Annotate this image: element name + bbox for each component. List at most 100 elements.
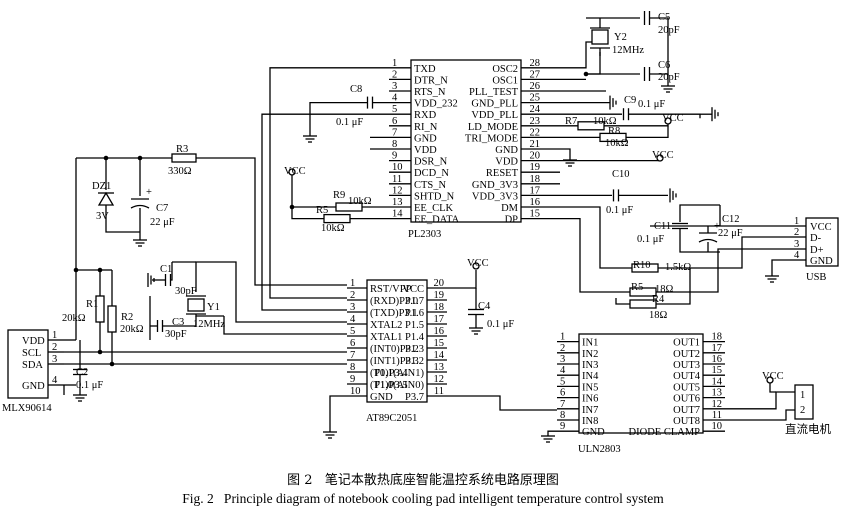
pin-number: 22 — [530, 127, 541, 138]
c10-ref: C10 — [612, 169, 630, 180]
wire — [543, 159, 661, 162]
pin-number: 15 — [712, 365, 723, 376]
pin-label: P1.5 — [405, 320, 424, 331]
y1-ref: Y1 — [207, 302, 220, 313]
caption-english: Fig. 2 Principle diagram of notebook coo… — [182, 491, 664, 506]
pin-number: 19 — [434, 290, 445, 301]
ground-symbol — [669, 188, 677, 203]
pin-label: EE_DATA — [414, 215, 460, 226]
pin-label: DSR_N — [414, 157, 448, 168]
pin-label: IN4 — [582, 371, 599, 382]
pin-number: 6 — [560, 388, 565, 399]
pin-label: RTS_N — [414, 87, 446, 98]
vcc-label: VCC — [652, 150, 674, 161]
wire — [650, 17, 669, 75]
pin-number: 16 — [712, 354, 723, 365]
wire — [679, 204, 720, 222]
pin-number: 5 — [392, 104, 397, 115]
pin-number: 15 — [530, 209, 541, 220]
pin-number: 1 — [794, 216, 799, 227]
junction-dot — [97, 349, 103, 355]
wire — [447, 395, 557, 411]
vcc-terminal — [288, 168, 296, 176]
wire — [626, 125, 669, 139]
caption-chinese: 图 2 笔记本散热底座智能温控系统电路原理图 — [287, 472, 559, 488]
pin-label: IN7 — [582, 405, 598, 416]
pin-number: 19 — [530, 162, 541, 173]
pin-number: 24 — [530, 104, 541, 115]
capacitor-c5 — [643, 11, 651, 25]
ground-symbol — [765, 275, 779, 283]
pin-number: 10 — [350, 386, 361, 397]
vcc-labels: VCC VCC VCC VCC VCC — [284, 113, 784, 382]
pin-label: VCC — [810, 222, 832, 233]
pin-number: 5 — [560, 376, 565, 387]
ic-names: PL2303 AT89C2051 ULN2803 MLX90614 USB 直流… — [2, 229, 831, 455]
ground-symbol — [541, 435, 555, 443]
pin-number: 16 — [530, 197, 541, 208]
vcc-label: VCC — [284, 166, 306, 177]
r9-value: 10kΩ — [348, 196, 372, 207]
wire — [700, 236, 790, 269]
resistor-r10 — [631, 263, 659, 273]
pin-number: 8 — [350, 362, 355, 373]
resistor-r8 — [599, 132, 627, 143]
pin-number: 12 — [712, 399, 723, 410]
wire — [105, 205, 140, 233]
zener-dz1 — [97, 191, 115, 206]
pin-number: 13 — [392, 197, 403, 208]
c3-value: 30pF — [165, 329, 187, 340]
c1-value: 30pF — [175, 286, 197, 297]
pin-number: 2 — [392, 69, 397, 80]
pin-number: 9 — [350, 374, 355, 385]
ground-symbol — [609, 95, 617, 110]
wire — [543, 217, 630, 293]
pin-number: 1 — [800, 390, 805, 401]
r4-ref: R4 — [652, 294, 665, 305]
pin-label: XTAL2 — [370, 320, 402, 331]
wire — [171, 262, 173, 281]
r8-ref: R8 — [608, 126, 620, 137]
uln2803-chip: 1IN12IN23IN34IN45IN56IN67IN78IN89GND18OU… — [557, 332, 725, 438]
pin-label: D- — [810, 233, 822, 244]
at89c2051-chip-body — [366, 279, 428, 403]
r10-ref: R10 — [633, 260, 651, 271]
pin-number: 12 — [392, 185, 403, 196]
capacitor-c6 — [643, 67, 651, 81]
pin-number: 4 — [350, 314, 356, 325]
pin-label: OUT2 — [673, 349, 700, 360]
motor-connector: 12 — [794, 384, 814, 420]
capacitor-c12: + — [698, 221, 720, 243]
pl2303-name: PL2303 — [408, 229, 441, 240]
pin-label: EE_CLK — [414, 203, 453, 214]
wire — [543, 206, 632, 269]
pin-label: GND — [495, 145, 518, 156]
pin-label: DTR_N — [414, 75, 448, 86]
pin-label: IN8 — [582, 416, 598, 427]
wire — [195, 261, 347, 323]
ic-layer: 1TXD2DTR_N3RTS_N4VDD_2325RXD6RI_N7GND8VD… — [7, 58, 839, 438]
c10-value: 0.1 μF — [606, 205, 633, 216]
pin-number: 14 — [434, 350, 445, 361]
pin-label: P1.3 — [405, 344, 424, 355]
pin-label: P1.0(AIN0) — [374, 380, 424, 391]
pin-label: OUT7 — [673, 405, 700, 416]
pin-label: RXD — [414, 110, 437, 121]
pin-label: PLL_TEST — [469, 87, 519, 98]
capacitor-curved-plate — [130, 204, 150, 209]
pin-number: 10 — [392, 162, 403, 173]
capacitor-c3 — [156, 320, 164, 332]
pin-label: OUT5 — [673, 382, 700, 393]
pin-number: 18 — [530, 174, 541, 185]
plus-mark: + — [146, 187, 152, 198]
capacitor-c1 — [164, 274, 172, 286]
pin-number: 2 — [52, 342, 57, 353]
pin-number: 2 — [350, 290, 355, 301]
crystal-y2-body — [591, 29, 609, 45]
pin-label: (TXD)P3.1 — [370, 308, 418, 319]
usb-body — [805, 217, 839, 267]
pin-label: DM — [501, 203, 519, 214]
r5-top-value: 10kΩ — [321, 223, 345, 234]
wire — [269, 67, 389, 299]
